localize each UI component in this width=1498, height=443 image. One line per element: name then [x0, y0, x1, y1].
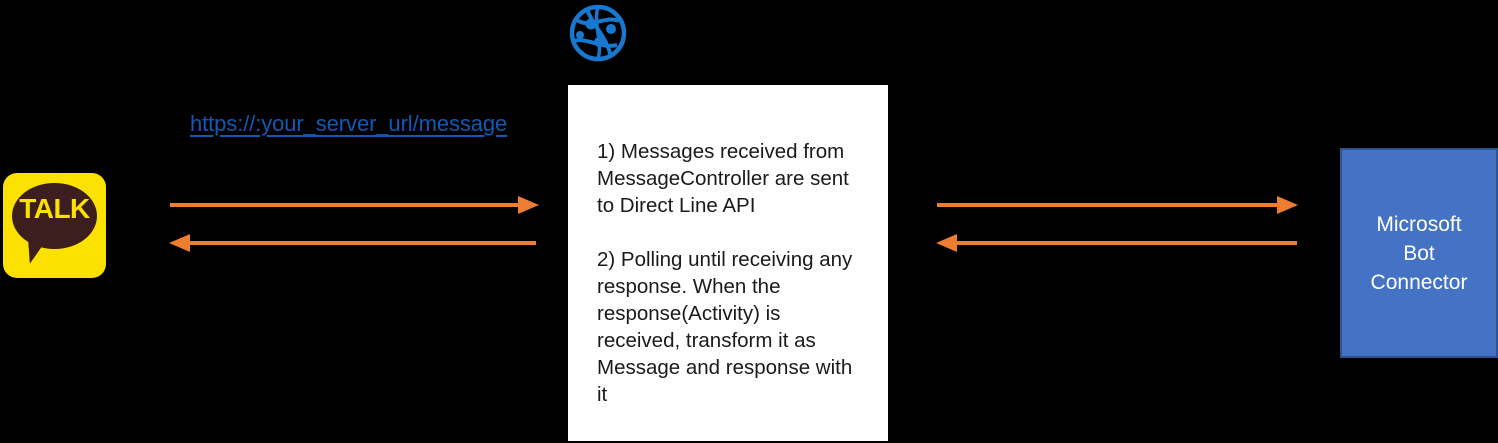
- globe-network-icon: [569, 4, 627, 62]
- server-box: 1) Messages received from MessageControl…: [568, 85, 888, 441]
- server-endpoint-url[interactable]: https://:your_server_url/message: [190, 111, 508, 136]
- server-step-2: 2) Polling until receiving any response.…: [597, 248, 853, 406]
- server-steps-text: 1) Messages received from MessageControl…: [597, 138, 859, 408]
- arrow-connector-to-server: [936, 234, 1297, 252]
- bot-connector-box: Microsoft Bot Connector: [1340, 148, 1498, 358]
- bot-connector-label-line2: Bot: [1403, 241, 1435, 265]
- kakaotalk-logo-text: TALK: [19, 193, 90, 224]
- arrow-kakao-to-server: [170, 196, 539, 214]
- speech-bubble-tail-icon: [28, 238, 50, 264]
- arrow-server-to-kakao: [169, 234, 536, 252]
- arrow-server-to-connector: [937, 196, 1298, 214]
- bot-connector-label: Microsoft Bot Connector: [1371, 210, 1468, 297]
- kakaotalk-logo: TALK: [3, 173, 106, 278]
- server-step-1: 1) Messages received from MessageControl…: [597, 140, 849, 217]
- bot-connector-label-line1: Microsoft: [1376, 212, 1462, 236]
- speech-bubble-icon: [12, 183, 97, 249]
- bot-connector-label-line3: Connector: [1370, 270, 1468, 294]
